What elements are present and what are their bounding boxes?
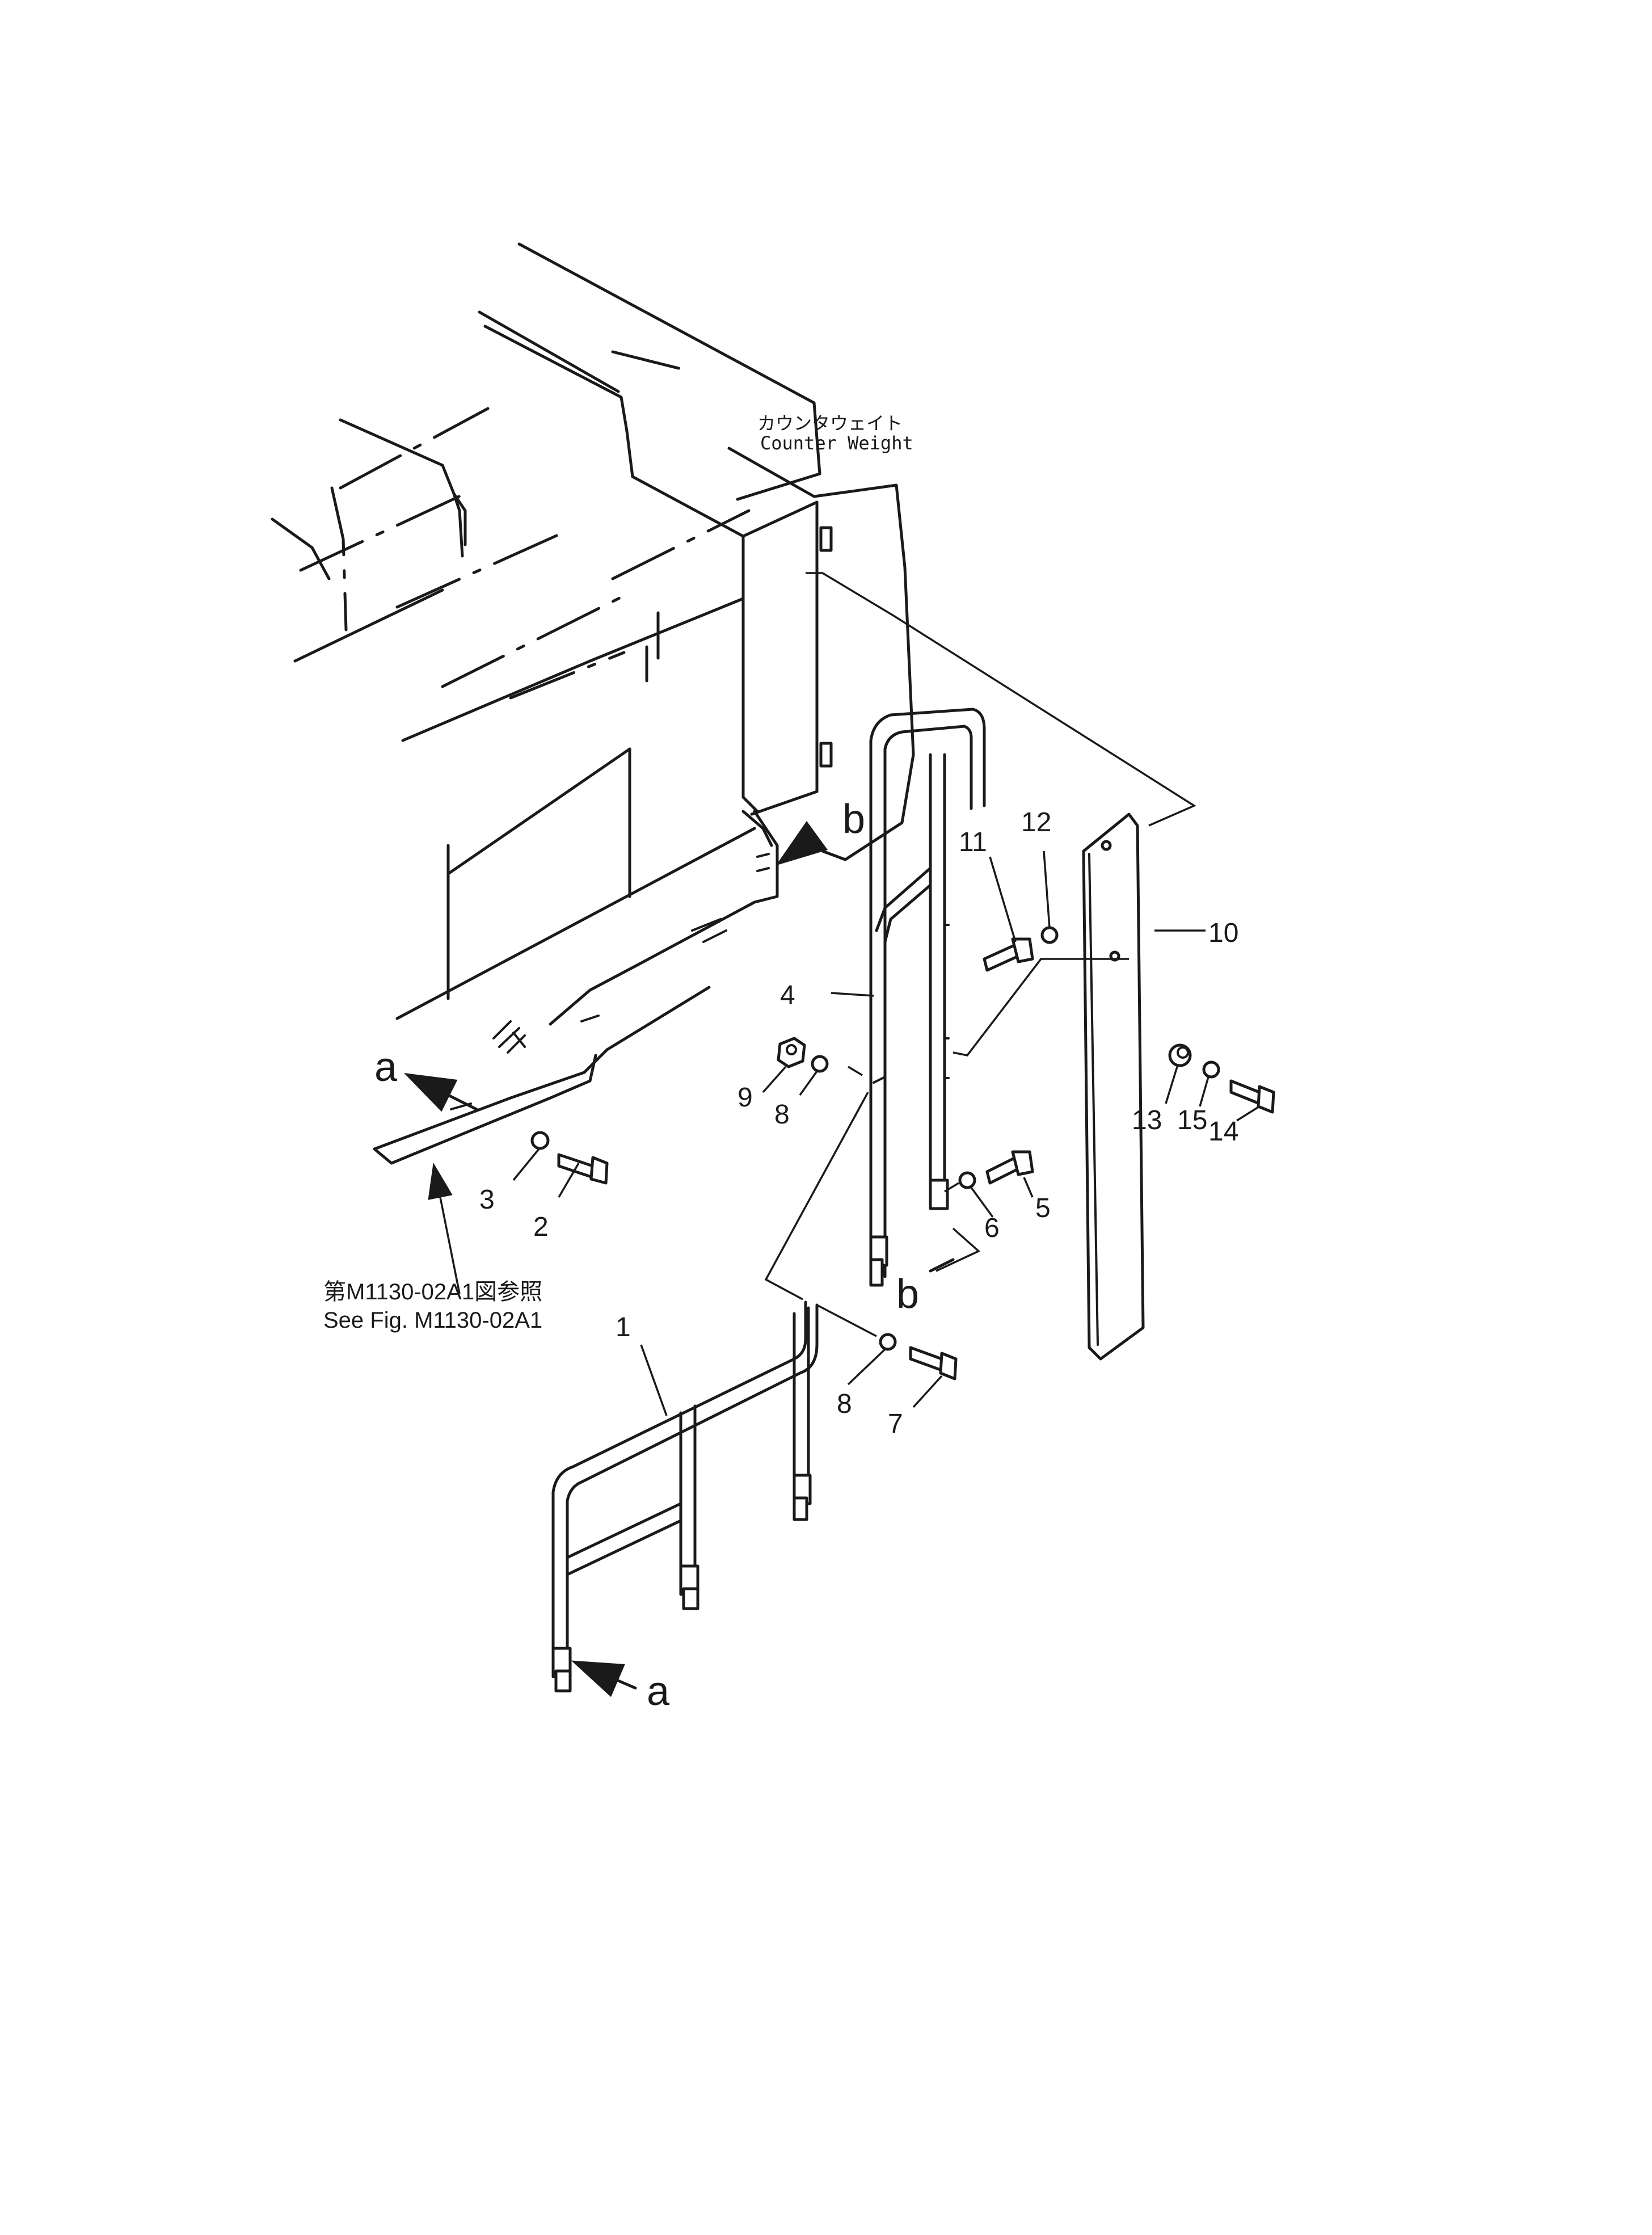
- ref-arrow-b-upper: [776, 820, 828, 866]
- callouts: [512, 851, 1260, 1416]
- ref-letter-a-upper: a: [374, 1045, 398, 1090]
- callout-1: 1: [616, 1312, 631, 1342]
- part-5-bolt: [985, 1150, 1034, 1185]
- counterweight-label-en: Counter Weight: [760, 432, 913, 454]
- part-13-bushing: [1168, 1043, 1192, 1067]
- callout-4: 4: [780, 980, 795, 1011]
- part-3-washer: [530, 1131, 550, 1150]
- see-fig-arrow: [428, 1162, 461, 1294]
- ref-letter-b-lower: b: [896, 1272, 919, 1317]
- part-7-bolt: [909, 1346, 958, 1380]
- callout-6: 6: [984, 1213, 1000, 1243]
- part-1-handrail: [551, 1300, 819, 1693]
- part-6-washer: [958, 1171, 976, 1189]
- callout-10: 10: [1208, 918, 1238, 948]
- part-15-washer: [1202, 1060, 1220, 1079]
- callout-8-lower: 8: [837, 1389, 852, 1419]
- part-12-washer: [1040, 926, 1059, 944]
- counterweight-label-jp: カウンタウェイト: [757, 413, 903, 434]
- callout-8-upper: 8: [774, 1100, 790, 1130]
- part-2-bolt: [557, 1153, 609, 1185]
- reference-note-jp: 第M1130-02A1図参照: [323, 1279, 542, 1304]
- part-10-plate: [1082, 813, 1145, 1361]
- callout-7: 7: [888, 1409, 903, 1439]
- assembly-lines: [764, 572, 1196, 1337]
- ref-arrow-a-lower: [571, 1660, 637, 1697]
- callout-13: 13: [1132, 1105, 1162, 1135]
- callout-11: 11: [959, 827, 987, 857]
- callout-12: 12: [1021, 807, 1051, 837]
- callout-9: 9: [738, 1083, 753, 1113]
- callout-3: 3: [479, 1185, 495, 1215]
- part-8-washer-upper: [811, 1055, 829, 1073]
- callout-2: 2: [533, 1212, 549, 1242]
- ref-letter-b-upper: b: [842, 797, 865, 842]
- callout-14: 14: [1208, 1117, 1238, 1147]
- ref-arrow-a-upper: [403, 1072, 478, 1112]
- part-9-nut: [777, 1037, 806, 1068]
- ref-arrow-b-lower-stem: [929, 1258, 955, 1273]
- part-11-bolt: [983, 937, 1034, 972]
- ref-letter-a-lower: a: [647, 1669, 670, 1714]
- part-14-bolt: [1229, 1079, 1275, 1114]
- machine-body: [271, 242, 915, 1165]
- part-8-washer-lower: [879, 1333, 897, 1351]
- reference-note-en: See Fig. M1130-02A1: [323, 1308, 542, 1333]
- callout-15: 15: [1177, 1105, 1207, 1135]
- part-4-handrail: [869, 708, 986, 1287]
- callout-5: 5: [1035, 1193, 1051, 1223]
